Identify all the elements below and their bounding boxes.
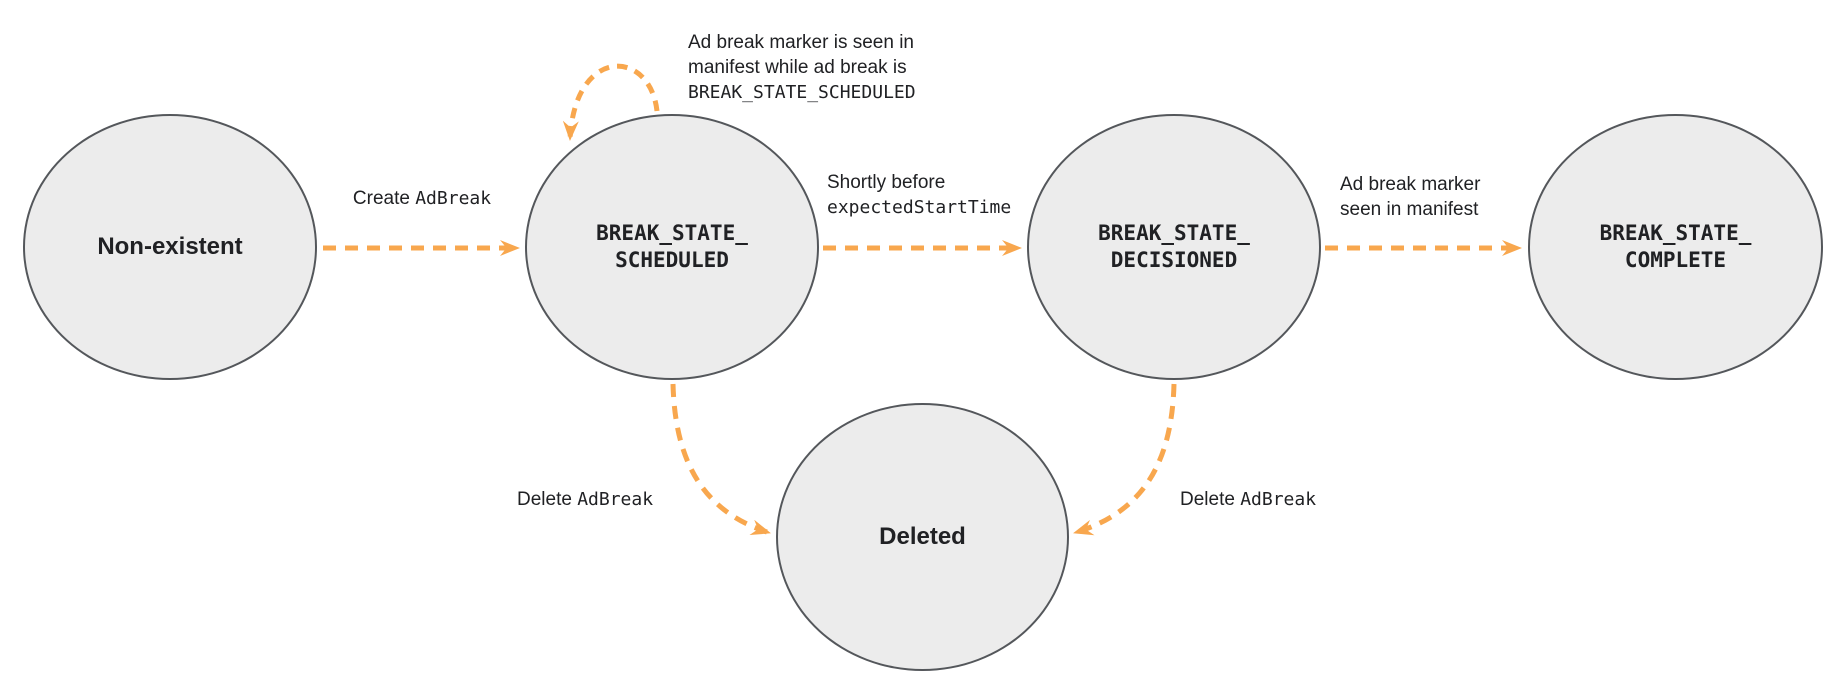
state-complete-label: BREAK_STATE_ COMPLETE	[1599, 221, 1752, 272]
label-delete-adbreak-right: Delete AdBreak	[1180, 487, 1316, 512]
edge-delete-from-scheduled	[670, 383, 771, 536]
label-create-adbreak: Create AdBreak	[322, 186, 522, 211]
label-self-loop: Ad break marker is seen in manifest whil…	[688, 30, 916, 105]
label-create-text: Create	[352, 188, 416, 209]
state-non-existent-label: Non-existent	[97, 233, 243, 260]
state-decisioned-label: BREAK_STATE_ DECISIONED	[1098, 221, 1250, 272]
state-deleted: Deleted	[776, 403, 1069, 671]
label-delete-left-text: Delete	[517, 489, 578, 510]
state-break-state-complete: BREAK_STATE_ COMPLETE	[1528, 114, 1823, 380]
state-scheduled-label: BREAK_STATE_ SCHEDULED	[596, 221, 748, 272]
label-marker-seen: Ad break marker seen in manifest	[1340, 172, 1480, 222]
state-break-state-decisioned: BREAK_STATE_ DECISIONED	[1027, 114, 1321, 380]
label-delete-right-text: Delete	[1180, 489, 1241, 510]
state-non-existent: Non-existent	[23, 114, 317, 380]
edge-delete-from-decisioned	[1073, 383, 1177, 536]
state-break-state-scheduled: BREAK_STATE_ SCHEDULED	[525, 114, 819, 380]
label-shortly-before-code: expectedStartTime	[827, 197, 1012, 218]
label-self-loop-line1: Ad break marker is seen in	[688, 32, 914, 53]
label-delete-adbreak-left: Delete AdBreak	[517, 487, 653, 512]
label-marker-seen-line2: seen in manifest	[1340, 199, 1479, 220]
label-marker-seen-line1: Ad break marker	[1340, 174, 1481, 195]
state-deleted-label: Deleted	[879, 523, 966, 550]
label-self-loop-code: BREAK_STATE_SCHEDULED	[688, 82, 916, 103]
label-shortly-before-line1: Shortly before	[827, 172, 946, 193]
label-create-code: AdBreak	[415, 188, 492, 209]
label-self-loop-line2: manifest while ad break is	[688, 57, 907, 78]
label-delete-left-code: AdBreak	[577, 489, 654, 510]
edge-self-loop-scheduled	[562, 63, 660, 141]
label-delete-right-code: AdBreak	[1240, 489, 1317, 510]
label-shortly-before: Shortly before expectedStartTime	[827, 170, 1011, 220]
